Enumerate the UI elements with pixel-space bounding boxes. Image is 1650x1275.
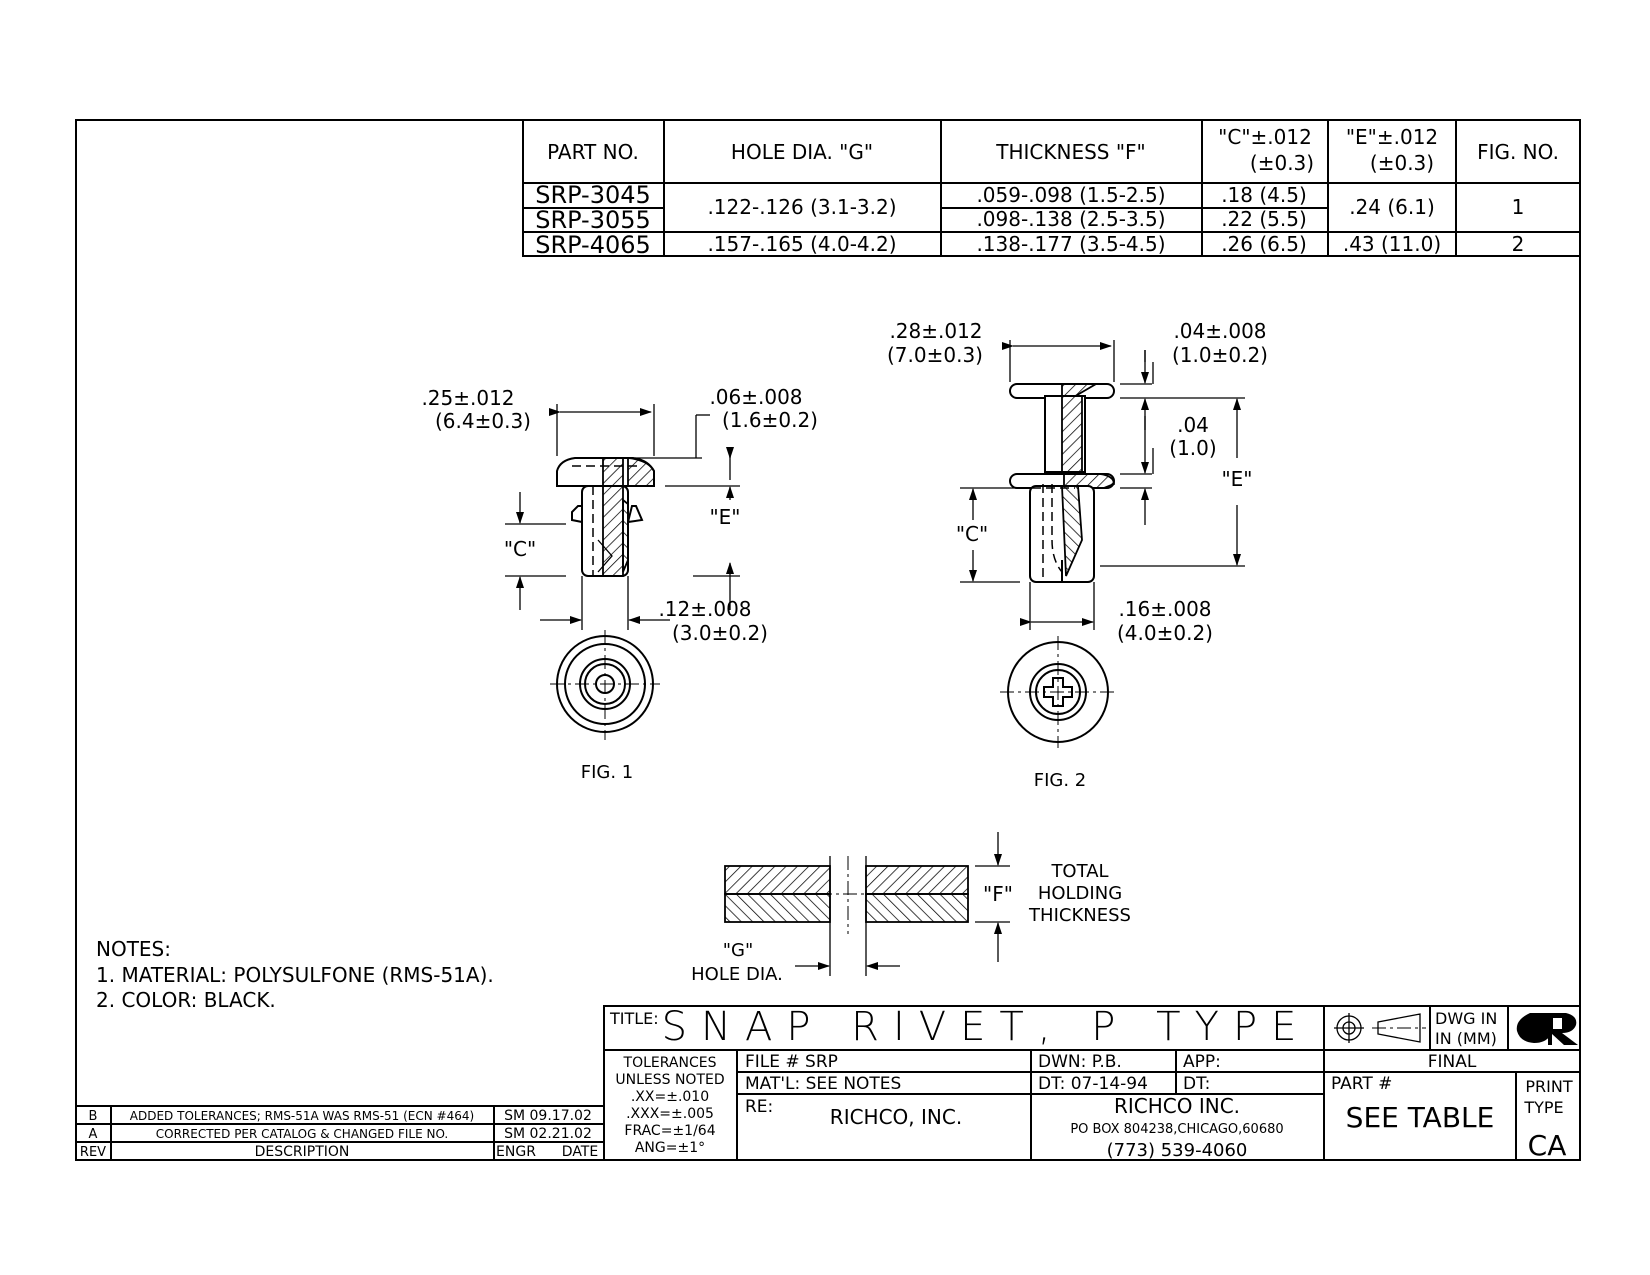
fig1-label-e: "E" — [709, 505, 740, 529]
rev-hdr-engr: ENGR — [496, 1144, 536, 1160]
fig2-dim-thk-2: (1.0±0.2) — [1172, 343, 1268, 367]
tol-line-1: TOLERANCES — [623, 1055, 717, 1071]
cell-hole-3: .157-.165 (4.0-4.2) — [707, 232, 896, 256]
company-name: RICHCO, INC. — [830, 1105, 962, 1129]
cell-c-1: .18 (4.5) — [1221, 183, 1307, 207]
note-2: 2. COLOR: BLACK. — [96, 988, 276, 1012]
richco-logo — [1516, 1013, 1578, 1045]
print-type-2: TYPE — [1523, 1098, 1563, 1117]
title-label: TITLE: — [609, 1009, 659, 1028]
tol-line-6: ANG=±1° — [635, 1140, 705, 1156]
rev-a-code: A — [89, 1127, 98, 1142]
fig1-dim-head-1: .25±.012 — [421, 386, 514, 410]
cell-thk-2: .098-.138 (2.5-3.5) — [976, 207, 1165, 231]
fig2-dim-gap-1: .04 — [1177, 413, 1209, 437]
hdr-hole-dia: HOLE DIA. "G" — [731, 140, 873, 164]
fig1-dim-thk-1: .06±.008 — [709, 385, 802, 409]
hdr-fig-no: FIG. NO. — [1477, 140, 1559, 164]
final-field: FINAL — [1428, 1052, 1477, 1072]
hdr-e-2: (±0.3) — [1370, 151, 1434, 175]
re-label: RE: — [745, 1097, 773, 1117]
phone: (773) 539-4060 — [1107, 1140, 1248, 1161]
addr-line-2: PO BOX 804238,CHICAGO,60680 — [1070, 1122, 1283, 1137]
fig2-caption: FIG. 2 — [1034, 770, 1087, 791]
hdr-thickness: THICKNESS "F" — [995, 140, 1145, 164]
fig2-label-c: "C" — [956, 522, 988, 546]
panel-total-3: THICKNESS — [1028, 905, 1131, 926]
cell-fig-3: 2 — [1512, 232, 1525, 256]
fig1-caption: FIG. 1 — [581, 762, 634, 783]
part-table: PART NO. HOLE DIA. "G" THICKNESS "F" "C"… — [522, 119, 1581, 259]
drawing-title: SNAP RIVET, P TYPE — [662, 1004, 1311, 1050]
fig2-dim-thk-1: .04±.008 — [1173, 319, 1266, 343]
fig2-dim-gap-2: (1.0) — [1169, 436, 1216, 460]
file-field: FILE # SRP — [745, 1052, 838, 1072]
part-label: PART # — [1331, 1074, 1392, 1094]
dwg-in-2: IN (MM) — [1435, 1029, 1497, 1048]
tol-line-3: .XX=±.010 — [631, 1089, 709, 1105]
tol-line-4: .XXX=±.005 — [626, 1106, 714, 1122]
fig1-side-view — [505, 404, 740, 630]
fig2-dim-shank-1: .16±.008 — [1118, 597, 1211, 621]
hdr-c-2: (±0.3) — [1250, 151, 1314, 175]
app-field: APP: — [1183, 1052, 1221, 1072]
hdr-e-1: "E"±.012 — [1346, 125, 1438, 149]
fig2-dim-head-1: .28±.012 — [889, 319, 982, 343]
rev-b-engr-date: SM 09.17.02 — [504, 1108, 592, 1124]
hdr-c-1: "C"±.012 — [1218, 125, 1312, 149]
panel-label-f: "F" — [983, 882, 1013, 906]
part-value: SEE TABLE — [1346, 1101, 1495, 1134]
rev-hdr-rev: REV — [80, 1145, 106, 1160]
dwn-field: DWN: P.B. — [1038, 1052, 1122, 1072]
print-type-1: PRINT — [1525, 1077, 1572, 1096]
rev-hdr-desc: DESCRIPTION — [255, 1144, 350, 1160]
panel-total-2: HOLDING — [1038, 883, 1122, 904]
fig2-dim-shank-2: (4.0±0.2) — [1117, 621, 1213, 645]
panel-label-g: "G" — [723, 940, 754, 961]
tol-line-5: FRAC=±1/64 — [624, 1123, 715, 1139]
fig2-dim-head-2: (7.0±0.3) — [887, 343, 983, 367]
cell-part-3: SRP-4065 — [535, 231, 651, 259]
title-block — [603, 1005, 1581, 1161]
dwg-in-1: DWG IN — [1435, 1009, 1497, 1028]
cell-fig-merged: 1 — [1512, 195, 1525, 219]
fig2-top-view — [1000, 636, 1116, 748]
fig1-dim-shank-1: .12±.008 — [658, 597, 751, 621]
tol-line-2: UNLESS NOTED — [615, 1072, 724, 1088]
addr-line-1: RICHCO INC. — [1114, 1094, 1240, 1118]
cell-part-2: SRP-3055 — [535, 206, 651, 234]
cell-e-3: .43 (11.0) — [1343, 232, 1441, 256]
note-1: 1. MATERIAL: POLYSULFONE (RMS-51A). — [96, 963, 494, 987]
panel-hole-dia: HOLE DIA. — [691, 964, 783, 985]
panel-total-1: TOTAL — [1050, 861, 1108, 882]
fig1-label-c: "C" — [504, 537, 536, 561]
cell-thk-3: .138-.177 (3.5-4.5) — [976, 232, 1165, 256]
print-type-value: CA — [1528, 1129, 1567, 1162]
matl-field: MAT'L: SEE NOTES — [745, 1074, 901, 1094]
hdr-part-no: PART NO. — [547, 140, 639, 164]
rev-hdr-date: DATE — [562, 1144, 598, 1160]
dt2-field: DT: — [1183, 1074, 1210, 1094]
cell-hole-merged: .122-.126 (3.1-3.2) — [707, 195, 896, 219]
rev-a-desc: CORRECTED PER CATALOG & CHANGED FILE NO. — [156, 1127, 448, 1141]
fig2-side-view — [960, 340, 1245, 630]
cell-c-2: .22 (5.5) — [1221, 207, 1307, 231]
fig1-dim-head-2: (6.4±0.3) — [435, 409, 531, 433]
dt-field: DT: 07-14-94 — [1038, 1074, 1148, 1094]
cell-c-3: .26 (6.5) — [1221, 232, 1307, 256]
cell-part-1: SRP-3045 — [535, 181, 651, 209]
rev-a-engr-date: SM 02.21.02 — [504, 1126, 592, 1142]
rev-b-code: B — [89, 1109, 98, 1124]
rev-b-desc: ADDED TOLERANCES; RMS-51A WAS RMS-51 (EC… — [130, 1109, 474, 1123]
notes-heading: NOTES: — [96, 937, 171, 961]
revision-block — [76, 1105, 604, 1160]
panel-section — [724, 832, 1010, 976]
fig1-dim-thk-2: (1.6±0.2) — [722, 408, 818, 432]
fig1-dim-shank-2: (3.0±0.2) — [672, 621, 768, 645]
cell-e-merged: .24 (6.1) — [1349, 195, 1435, 219]
fig1-top-view — [550, 630, 660, 740]
fig2-label-e: "E" — [1221, 467, 1252, 491]
cell-thk-1: .059-.098 (1.5-2.5) — [976, 183, 1165, 207]
